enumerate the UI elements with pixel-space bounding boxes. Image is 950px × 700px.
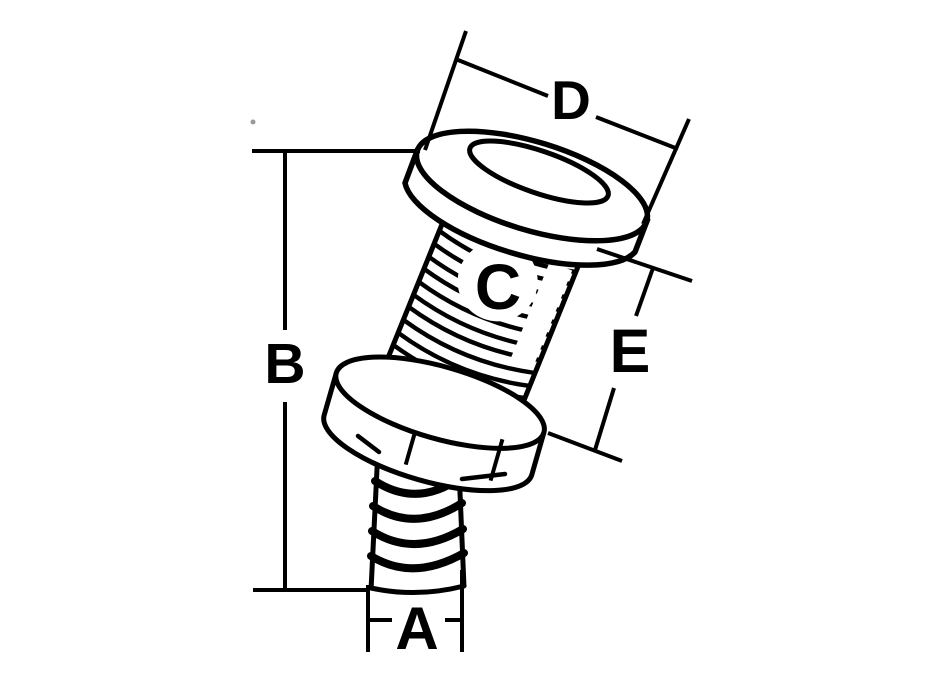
nut-top-rim xyxy=(333,354,547,451)
flange xyxy=(402,128,651,268)
dimension-d-extension-right xyxy=(641,118,691,225)
barb-ridges xyxy=(367,474,468,573)
nut-band-outline xyxy=(321,372,547,494)
hex-nut xyxy=(321,354,547,494)
nut-facet-line-left xyxy=(403,433,417,466)
label-c-halo xyxy=(457,241,538,322)
dimension-d-extension-left xyxy=(423,30,468,151)
transition-line-left xyxy=(355,433,382,455)
label-a: A xyxy=(395,595,438,662)
label-c: C xyxy=(475,251,521,323)
dimension-d-line-left xyxy=(457,58,549,98)
dimension-a: A xyxy=(366,570,464,662)
flange-opening xyxy=(467,138,611,206)
label-b: B xyxy=(264,332,305,396)
label-e: E xyxy=(610,317,651,385)
dimension-d-line-right xyxy=(595,115,679,151)
thread-highlight-stripe xyxy=(510,261,573,369)
dimension-e-extension-bottom xyxy=(547,431,623,463)
nut-barb-transition xyxy=(355,433,508,482)
dimension-e: E xyxy=(547,247,693,463)
scan-artifact-dot xyxy=(250,119,256,125)
dimension-e-line-upper xyxy=(634,267,655,317)
dimension-e-extension-top xyxy=(596,247,693,283)
label-d: D xyxy=(551,69,591,131)
transition-line-right xyxy=(459,471,508,482)
nut-band-fill xyxy=(323,372,544,491)
dimension-b: B xyxy=(252,149,420,592)
barb-tube-bottom-arc xyxy=(368,583,467,595)
dimension-d: D xyxy=(423,30,691,225)
barb-tube-left-edge xyxy=(368,448,381,591)
dimension-e-line-lower xyxy=(593,387,616,451)
